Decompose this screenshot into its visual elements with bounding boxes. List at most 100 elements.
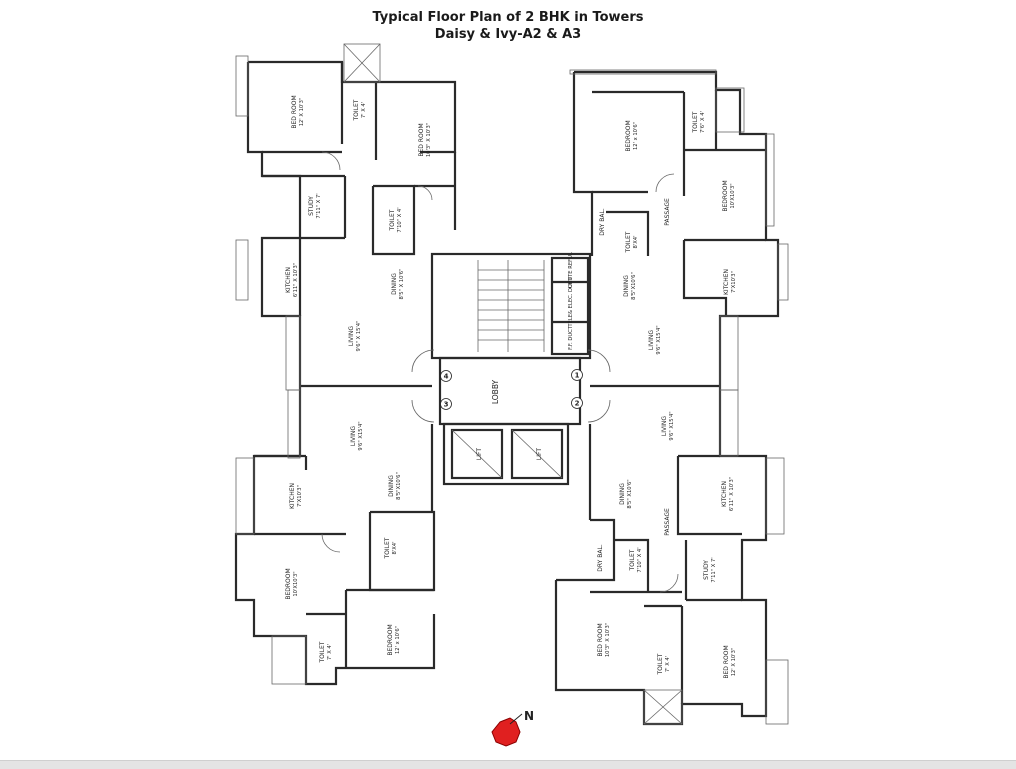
br-dining-name: DINING <box>619 483 626 505</box>
window-br-living <box>719 389 739 457</box>
tl-toilet2-dim: 7'10" X 4' <box>397 207 403 232</box>
bl-toilet2-dim: 7' X 4' <box>327 644 333 660</box>
tl-bedroom2-dim: 10'3" X 10'3" <box>426 123 432 157</box>
tr-bedroom1-dim: 12' x 10'6" <box>633 122 639 150</box>
balcony-br <box>765 659 789 725</box>
flat-top-left: BED ROOM 12' X 10'3" TOILET 7' X 4' BED … <box>285 95 432 351</box>
br-toilet2-name: TOILET <box>657 653 664 675</box>
flat-marker-4 <box>440 370 452 382</box>
bl-bedroom1-dim: 10'X10'3" <box>293 571 299 596</box>
tr-bedroom1-name: BEDROOM <box>625 120 632 151</box>
window-br-kitchen <box>765 457 785 535</box>
compass-octagon <box>491 717 521 747</box>
br-toilet1-dim: 7'10" X 4' <box>637 547 643 572</box>
compass-label: N <box>524 709 534 723</box>
wall-br-toilet <box>614 538 650 592</box>
wall-lift-core <box>442 422 570 486</box>
br-drybal-name: DRY BAL. <box>597 544 604 572</box>
balcony-tl <box>235 55 249 117</box>
lift-1-x <box>451 429 503 479</box>
br-living-name: LIVING <box>661 416 668 436</box>
bl-kitchen-dim: 7'X10'3" <box>297 485 303 507</box>
window-bl-living <box>287 389 301 459</box>
parapet-tr <box>569 69 717 75</box>
compass-pointer <box>509 713 523 725</box>
flat-marker-3 <box>440 398 452 410</box>
tr-dining-name: DINING <box>623 275 630 297</box>
br-bedroom2-dim: 12' X 10'3" <box>731 648 737 677</box>
tr-dining-dim: 8'5"X10'6" <box>631 272 637 300</box>
tl-kitchen-dim: 6'11" X 10'3" <box>293 263 299 297</box>
door-swing-br-passage <box>659 573 679 593</box>
fp-duct-label: F.F. DUCT <box>568 325 574 350</box>
door-swing-3 <box>411 399 435 423</box>
wall-lobby <box>438 356 582 426</box>
door-swing-tr-passage <box>655 173 675 193</box>
shaft-tl-x2 <box>343 43 381 83</box>
tl-toilet2-name: TOILET <box>389 209 396 231</box>
br-toilet1-name: TOILET <box>629 549 636 571</box>
flat-bottom-right: LIVING 9'6" X15'4" DINING 8'5" X10'6" KI… <box>597 411 737 678</box>
flat-number-2: 2 <box>575 400 580 408</box>
br-toilet2-dim: 7' X 4' <box>665 656 671 672</box>
bl-living-dim: 9'6" X15'4" <box>358 421 364 450</box>
tl-toilet1-dim: 7' X 4' <box>361 102 367 118</box>
tr-drybal-name: DRY BAL. <box>599 208 606 236</box>
tl-dining-dim: 8'5" X 10'6" <box>399 269 405 300</box>
tr-kitchen-dim: 7'X10'3" <box>731 271 737 293</box>
tl-toilet1-name: TOILET <box>353 99 360 121</box>
wall-tr-outer-left <box>572 72 594 256</box>
door-swing-4 <box>411 349 435 373</box>
wall-ducts <box>550 256 590 356</box>
flat-bottom-left: LIVING 9'6" X15'4" KITCHEN 7'X10'3" DINI… <box>285 421 402 663</box>
flat-number-4: 4 <box>444 373 449 381</box>
br-dining-dim: 8'5" X10'6" <box>627 479 633 508</box>
br-kitchen-name: KITCHEN <box>721 481 728 507</box>
tl-living-dim: 9'6" X 15'4" <box>356 321 362 352</box>
tr-toilet2-name: TOILET <box>625 231 632 253</box>
plan-title: Typical Floor Plan of 2 BHK in Towers <box>372 10 644 25</box>
br-passage-name: PASSAGE <box>664 508 671 536</box>
br-study-dim: 7'11" X 7' <box>711 557 717 582</box>
lift-2-x <box>511 429 563 479</box>
bl-dining-dim: 8'5"X10'6" <box>396 472 402 500</box>
door-swing-2 <box>587 399 611 423</box>
shaft-tl <box>343 43 381 83</box>
wall-tr-toilet <box>606 210 650 256</box>
wall-tl-toilet <box>371 184 416 256</box>
tr-bedroom2-name: BEDROOM <box>722 180 729 211</box>
bl-bedroom2-dim: 12' x 10'6" <box>395 626 401 654</box>
br-bedroom1-name: BED ROOM <box>597 623 604 656</box>
wall-tr-kitchen <box>682 240 728 316</box>
bl-living-name: LIVING <box>350 426 357 446</box>
bl-bedroom1-name: BEDROOM <box>285 568 292 599</box>
tr-living-name: LIVING <box>648 330 655 350</box>
br-kitchen-dim: 6'11" X 10'3" <box>729 477 735 511</box>
shaft-br <box>643 689 683 725</box>
tr-toilet2-dim: 8'X4' <box>633 235 639 248</box>
bl-bedroom2-name: BEDROOM <box>387 624 394 655</box>
tl-study-name: STUDY <box>308 196 315 216</box>
window-tl-living <box>285 315 301 391</box>
lift-label-2: LIFT <box>536 448 543 460</box>
tr-passage-name: PASSAGE <box>664 198 671 226</box>
bl-toilet2-name: TOILET <box>319 641 326 663</box>
window-bl-kitchen <box>235 457 255 535</box>
tl-bedroom2-name: BED ROOM <box>418 123 425 156</box>
shaft-bl <box>271 635 307 685</box>
bl-toilet1-dim: 8'X4' <box>392 541 398 554</box>
tl-study-dim: 7'11" X 7' <box>316 193 322 218</box>
telecom-duct-label: TELE& ELEC. DUCT <box>568 277 574 328</box>
window-tr-living <box>719 315 739 391</box>
flat-top-right: BEDROOM 12' x 10'6" TOILET 7'6" X 4' BED… <box>599 111 737 355</box>
lobby-label: LOBBY <box>491 379 500 404</box>
tr-living-dim: 9'6" X15'4" <box>656 325 662 354</box>
wall-lift-1 <box>450 428 504 480</box>
window-tr-kitchen <box>777 243 789 301</box>
bl-kitchen-name: KITCHEN <box>289 483 296 509</box>
chute-label: CHUTE REFU.. <box>568 251 574 288</box>
tl-living-name: LIVING <box>348 326 355 346</box>
tl-bedroom1-name: BED ROOM <box>291 95 298 128</box>
flat-number-markers: 1 2 3 4 <box>440 369 583 410</box>
